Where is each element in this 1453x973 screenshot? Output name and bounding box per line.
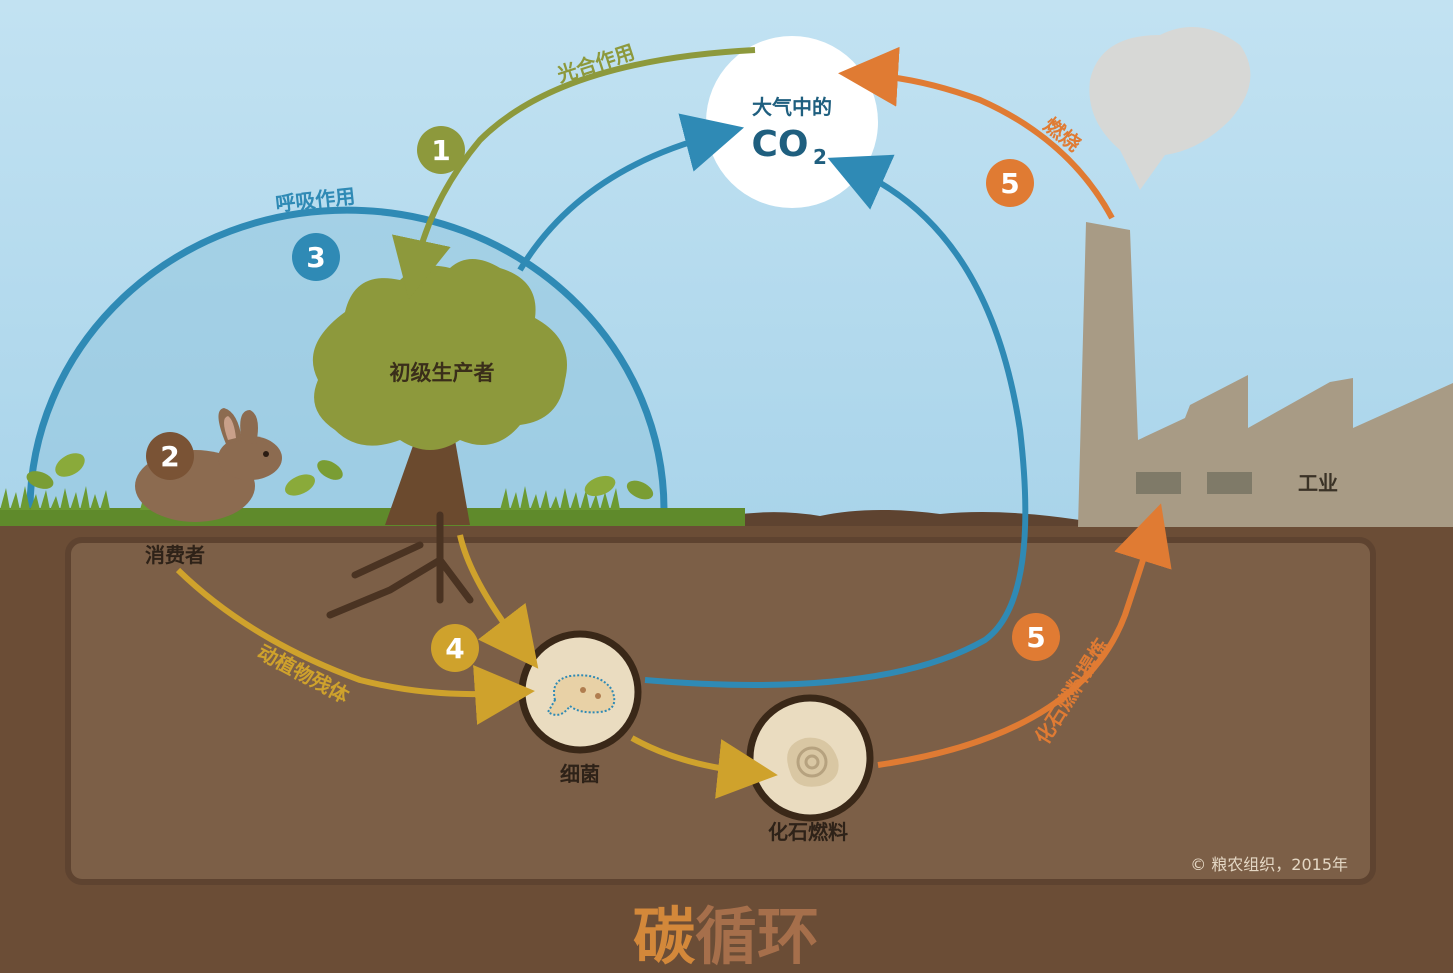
consumer-label: 消费者: [145, 543, 205, 567]
tree-respiration-arrow: [517, 113, 745, 272]
co2-subscript: 2: [813, 145, 827, 169]
producer-label: 初级生产者: [390, 361, 495, 385]
title-part-2: 循环: [695, 900, 819, 973]
marker-5a-label: 5: [1000, 167, 1019, 200]
marker-5b-label: 5: [1026, 621, 1045, 654]
atmosphere-label: 大气中的: [752, 95, 832, 119]
bacteria-respiration-arrow: [644, 154, 1029, 688]
smoke-cloud: [1089, 27, 1251, 190]
marker-5-combustion: 5: [986, 159, 1034, 207]
photosynthesis-arrow: [391, 47, 756, 300]
factory: [1078, 222, 1453, 527]
marker-2-label: 2: [160, 440, 179, 473]
tree: [312, 259, 567, 619]
co2-label: CO: [751, 124, 808, 165]
combustion-arrow: [838, 46, 1115, 220]
title-part-1: 碳: [633, 900, 696, 973]
marker-4-label: 4: [445, 632, 464, 665]
remains-arrow: [175, 567, 535, 725]
bacteria-label: 细菌: [560, 762, 600, 786]
factory-window: [1207, 472, 1252, 494]
fossil-fuel-label: 化石燃料: [768, 820, 848, 844]
extraction-arrow: [877, 503, 1172, 768]
underground-panel: [65, 537, 1376, 885]
fossilization-arrow: [630, 735, 778, 799]
marker-3-label: 3: [306, 241, 325, 274]
diagram-title: 碳循环: [633, 900, 819, 973]
fossil-circle: [746, 694, 874, 822]
marker-1: 1: [417, 126, 465, 174]
factory-window: [1136, 472, 1181, 494]
soil-mound: [700, 509, 1080, 526]
tree-canopy: [312, 259, 567, 450]
bacteria-circle: [518, 630, 642, 754]
atmosphere-circle: [706, 36, 878, 208]
marker-5-extraction: 5: [1012, 613, 1060, 661]
root-decay-arrow: [457, 534, 539, 669]
marker-2: 2: [146, 432, 194, 480]
industry-label: 工业: [1298, 471, 1338, 495]
marker-4: 4: [431, 624, 479, 672]
respiration-arc: [26, 206, 668, 511]
marker-3: 3: [292, 233, 340, 281]
marker-1-label: 1: [431, 134, 450, 167]
copyright-text: © 粮农组织，2015年: [1190, 855, 1348, 874]
